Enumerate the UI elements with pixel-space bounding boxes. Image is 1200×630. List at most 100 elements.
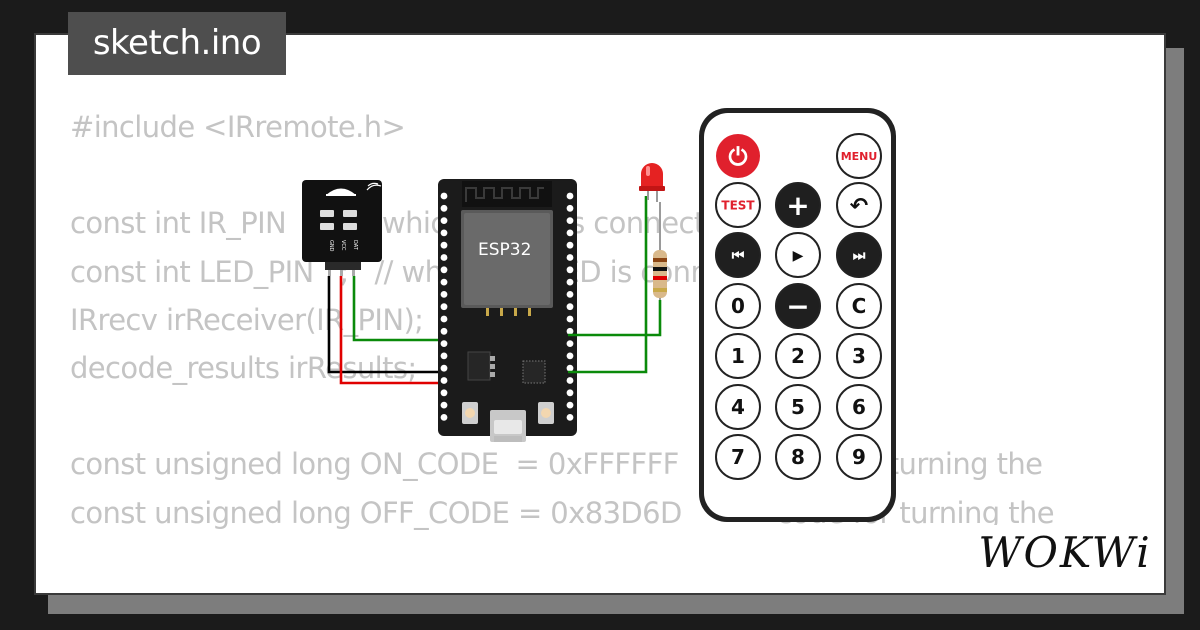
- esp32-pin[interactable]: [440, 241, 448, 249]
- remote-power-button[interactable]: ⏻: [716, 134, 760, 178]
- esp32-pin[interactable]: [440, 291, 448, 298]
- esp32-pin[interactable]: [440, 414, 448, 421]
- esp32-pin[interactable]: [566, 204, 574, 212]
- remote-button-label: 6: [852, 395, 866, 419]
- wokwi-logo: WOKWi: [975, 525, 1155, 581]
- esp32-pin[interactable]: [440, 204, 448, 212]
- esp32-pin[interactable]: [440, 192, 448, 200]
- code-line: bool isLedOn = false;: [70, 585, 1054, 593]
- remote-button-2-1[interactable]: −: [775, 283, 821, 329]
- remote-button-3-0[interactable]: 1: [715, 333, 761, 379]
- esp32-pin[interactable]: [440, 315, 448, 323]
- remote-button-1-2[interactable]: ⏭: [836, 232, 882, 278]
- esp32-pin[interactable]: [566, 414, 574, 421]
- esp32-board[interactable]: ESP32: [438, 179, 577, 442]
- remote-button-label: −: [786, 290, 809, 323]
- esp32-pin[interactable]: [566, 377, 574, 384]
- esp32-pin[interactable]: [566, 340, 574, 347]
- esp32-left-pins: [440, 192, 448, 421]
- esp32-pin[interactable]: [566, 401, 574, 409]
- remote-button-label: ↶: [850, 194, 868, 219]
- wire-vcc: [339, 276, 444, 385]
- remote-button-1-1[interactable]: ▶: [775, 232, 821, 278]
- remote-button-label: +: [786, 189, 809, 222]
- file-name-tab[interactable]: sketch.ino: [68, 12, 286, 75]
- remote-button-5-0[interactable]: 7: [715, 434, 761, 480]
- esp32-pin[interactable]: [566, 352, 574, 360]
- remote-button-2-0[interactable]: 0: [715, 283, 761, 329]
- remote-button-0-0[interactable]: TEST: [715, 182, 761, 228]
- esp32-pin[interactable]: [566, 364, 574, 372]
- remote-button-4-1[interactable]: 5: [775, 384, 821, 430]
- remote-button-label: 4: [731, 395, 745, 419]
- remote-button-label: 9: [852, 445, 866, 469]
- power-icon: ⏻: [729, 143, 748, 171]
- remote-button-label: C: [852, 294, 867, 318]
- esp32-pin[interactable]: [440, 401, 448, 409]
- led-circuit: [568, 196, 662, 374]
- esp32-pin[interactable]: [440, 377, 448, 384]
- esp32-pin[interactable]: [440, 254, 448, 261]
- code-line: IRrecv irReceiver(IR_PIN);: [70, 302, 424, 337]
- remote-button-5-2[interactable]: 9: [836, 434, 882, 480]
- code-line: decode_results irResults;: [70, 350, 417, 385]
- remote-button-label: ▶: [793, 248, 804, 264]
- ir-receiver-module[interactable]: GND VCC DAT: [302, 180, 382, 276]
- esp32-pin[interactable]: [566, 266, 574, 274]
- esp32-pin[interactable]: [440, 229, 448, 237]
- remote-button-1-0[interactable]: ⏮: [715, 232, 761, 278]
- esp32-pin[interactable]: [440, 327, 448, 335]
- esp32-pin[interactable]: [440, 266, 448, 274]
- wire-resistor: [568, 300, 662, 337]
- esp32-pin[interactable]: [566, 389, 574, 397]
- esp32-chip-label: ESP32: [478, 240, 531, 260]
- esp32-pin[interactable]: [566, 217, 574, 225]
- wire-gnd: [327, 276, 444, 374]
- code-line: #include <IRremote.h>: [70, 110, 406, 144]
- remote-button-label: 1: [731, 344, 745, 368]
- ir-remote[interactable]: ⏻ MENU TEST + ↶ ⏮ ▶ ⏭ 0 − C 1 2 3 4 5 6 7 8 9: [699, 108, 896, 522]
- esp32-pin[interactable]: [440, 389, 448, 397]
- remote-button-label: 3: [852, 344, 866, 368]
- remote-menu-button[interactable]: MENU: [836, 133, 882, 179]
- esp32-pin[interactable]: [566, 254, 574, 261]
- esp32-pin[interactable]: [566, 315, 574, 323]
- remote-button-label: ⏭: [853, 248, 866, 264]
- remote-button-label: 8: [791, 445, 805, 469]
- resistor[interactable]: [653, 202, 667, 300]
- remote-button-4-2[interactable]: 6: [836, 384, 882, 430]
- esp32-pin[interactable]: [566, 327, 574, 335]
- remote-button-0-2[interactable]: ↶: [836, 182, 882, 228]
- esp32-pin[interactable]: [440, 278, 448, 286]
- ir-pin-gnd: GND: [328, 240, 334, 252]
- esp32-pin[interactable]: [566, 229, 574, 237]
- remote-button-0-1[interactable]: +: [775, 182, 821, 228]
- esp32-pin[interactable]: [440, 303, 448, 311]
- remote-button-label: 0: [731, 294, 745, 318]
- esp32-pin[interactable]: [440, 217, 448, 225]
- esp32-pin[interactable]: [440, 340, 448, 347]
- project-preview-card[interactable]: #include <IRremote.h>const int IR_PIN //…: [34, 33, 1166, 595]
- remote-button-label: 7: [731, 445, 745, 469]
- remote-button-label: 2: [791, 344, 805, 368]
- wire-led: [568, 196, 648, 374]
- esp32-pin[interactable]: [566, 192, 574, 200]
- ir-wires: [327, 276, 444, 385]
- remote-button-label: 5: [791, 395, 805, 419]
- remote-button-3-1[interactable]: 2: [775, 333, 821, 379]
- esp32-pin[interactable]: [440, 352, 448, 360]
- ir-pin-vcc: VCC: [340, 240, 346, 251]
- esp32-pin[interactable]: [566, 303, 574, 311]
- esp32-pin[interactable]: [566, 278, 574, 286]
- remote-button-4-0[interactable]: 4: [715, 384, 761, 430]
- esp32-right-pins: [566, 192, 574, 421]
- esp32-pin[interactable]: [440, 364, 448, 372]
- esp32-pin[interactable]: [566, 291, 574, 298]
- ir-pin-dat: DAT: [352, 240, 358, 251]
- remote-button-2-2[interactable]: C: [836, 283, 882, 329]
- led-red[interactable]: [639, 163, 665, 202]
- remote-button-5-1[interactable]: 8: [775, 434, 821, 480]
- esp32-pin[interactable]: [566, 241, 574, 249]
- remote-button-3-2[interactable]: 3: [836, 333, 882, 379]
